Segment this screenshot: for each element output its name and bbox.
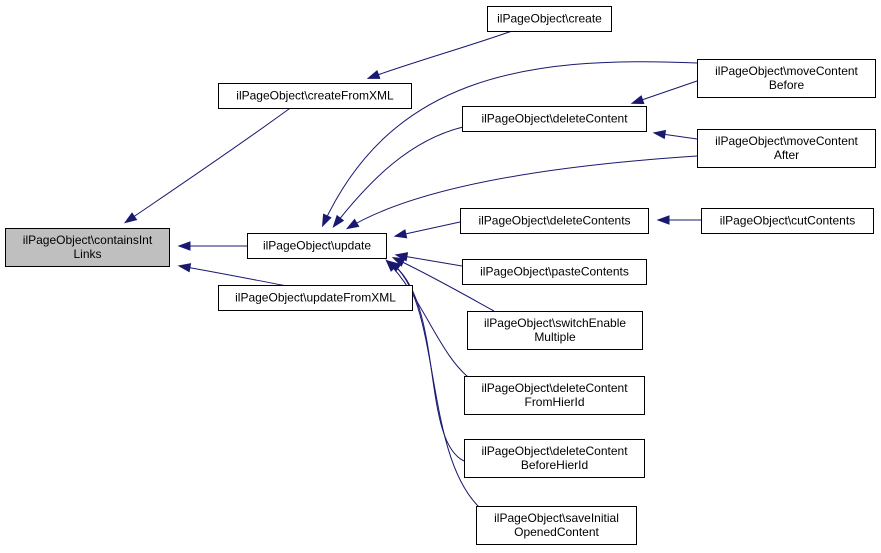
edge-moveContentBefore-to-deleteContent: [630, 80, 698, 105]
node-label-line: ilPageObject\cutContents: [720, 214, 855, 228]
node-label-line: BeforeHierId: [521, 458, 588, 472]
edge-line: [386, 260, 477, 384]
node-box: [487, 6, 612, 32]
edge-arrowhead: [332, 214, 345, 228]
node-label-line: ilPageObject\create: [497, 12, 602, 26]
node-pasteContents[interactable]: ilPageObject\pasteContents: [462, 259, 647, 285]
edge-line: [347, 155, 698, 229]
edge-cutContents-to-deleteContents: [656, 215, 701, 225]
node-box: [464, 376, 645, 415]
node-label-line: ilPageObject\saveInitial: [494, 511, 619, 525]
edge-arrowhead: [345, 218, 360, 230]
node-label-line: ilPageObject\deleteContent: [481, 112, 628, 126]
node-label-line: Multiple: [534, 330, 576, 344]
edges-layer: [123, 30, 701, 517]
node-box: [697, 129, 876, 168]
node-label-line: FromHierId: [524, 395, 584, 409]
node-label-line: Links: [73, 247, 101, 261]
node-label-line: After: [774, 148, 799, 162]
edge-arrowhead: [393, 229, 408, 239]
node-label-line: ilPageObject\moveContent: [715, 134, 858, 148]
node-box: [462, 259, 647, 285]
edge-deleteContent-to-update: [332, 126, 464, 228]
node-label-line: ilPageObject\moveContent: [715, 64, 858, 78]
node-box: [697, 59, 876, 98]
node-update[interactable]: ilPageObject\update: [247, 233, 387, 259]
edge-arrowhead: [366, 69, 381, 79]
edge-updateFromXML-to-containsIntLinks: [177, 263, 288, 287]
node-box: [467, 311, 643, 350]
edge-create-to-createFromXML: [366, 30, 513, 79]
node-label-line: ilPageObject\update: [263, 239, 371, 253]
edge-line: [333, 126, 464, 227]
node-label-line: OpenedContent: [514, 525, 599, 539]
edge-arrowhead: [123, 212, 138, 224]
edge-line: [322, 61, 698, 226]
node-label-line: ilPageObject\deleteContents: [478, 214, 630, 228]
node-box: [476, 506, 637, 545]
edge-arrowhead: [630, 95, 645, 105]
edge-arrowhead: [177, 263, 192, 273]
node-label-line: ilPageObject\deleteContent: [481, 444, 628, 458]
node-label-line: ilPageObject\updateFromXML: [235, 291, 396, 305]
node-deleteContents[interactable]: ilPageObject\deleteContents: [460, 208, 649, 234]
node-label-line: Before: [769, 78, 805, 92]
edge-line: [393, 257, 495, 312]
edge-arrowhead: [321, 213, 332, 228]
node-label-line: ilPageObject\createFromXML: [236, 89, 394, 103]
edge-moveContentAfter-to-deleteContent: [652, 129, 698, 140]
edge-deleteContents-to-update: [393, 221, 461, 239]
edge-line: [389, 261, 491, 517]
edge-arrowhead: [391, 256, 406, 267]
edge-line: [395, 221, 461, 237]
node-updateFromXML[interactable]: ilPageObject\updateFromXML: [218, 285, 413, 311]
edge-createFromXML-to-containsIntLinks: [123, 105, 294, 224]
edge-update-to-containsIntLinks: [177, 241, 247, 251]
node-box: [247, 233, 387, 259]
edge-arrowhead: [652, 129, 667, 140]
edge-line: [632, 80, 698, 104]
node-label-line: ilPageObject\pasteContents: [480, 265, 629, 279]
edge-line: [125, 105, 294, 223]
node-box: [464, 439, 645, 478]
edge-line: [368, 30, 513, 79]
node-label-line: ilPageObject\switchEnable: [484, 316, 626, 330]
edge-moveContentBefore-to-update: [321, 61, 698, 228]
node-box: [460, 208, 649, 234]
node-create[interactable]: ilPageObject\create: [487, 6, 612, 32]
node-label-line: ilPageObject\deleteContent: [481, 381, 628, 395]
node-deleteContent[interactable]: ilPageObject\deleteContent: [462, 106, 647, 132]
node-box: [5, 228, 170, 267]
edge-moveContentAfter-to-update: [345, 155, 698, 230]
node-createFromXML[interactable]: ilPageObject\createFromXML: [218, 83, 412, 109]
edge-switchEnableMultiple-to-update: [391, 256, 495, 312]
edge-arrowhead: [656, 215, 670, 225]
edge-arrowhead: [387, 260, 402, 272]
node-cutContents[interactable]: ilPageObject\cutContents: [701, 208, 874, 234]
node-box: [218, 83, 412, 109]
edge-saveInitialOpenedContent-to-update: [387, 260, 491, 517]
node-box: [462, 106, 647, 132]
edge-line: [396, 254, 463, 267]
node-box: [218, 285, 413, 311]
edge-line: [179, 265, 288, 287]
nodes-layer: ilPageObject\containsIntLinksilPageObjec…: [5, 6, 876, 545]
edge-arrowhead: [177, 241, 191, 251]
node-box: [701, 208, 874, 234]
node-label-line: ilPageObject\containsInt: [23, 233, 153, 247]
